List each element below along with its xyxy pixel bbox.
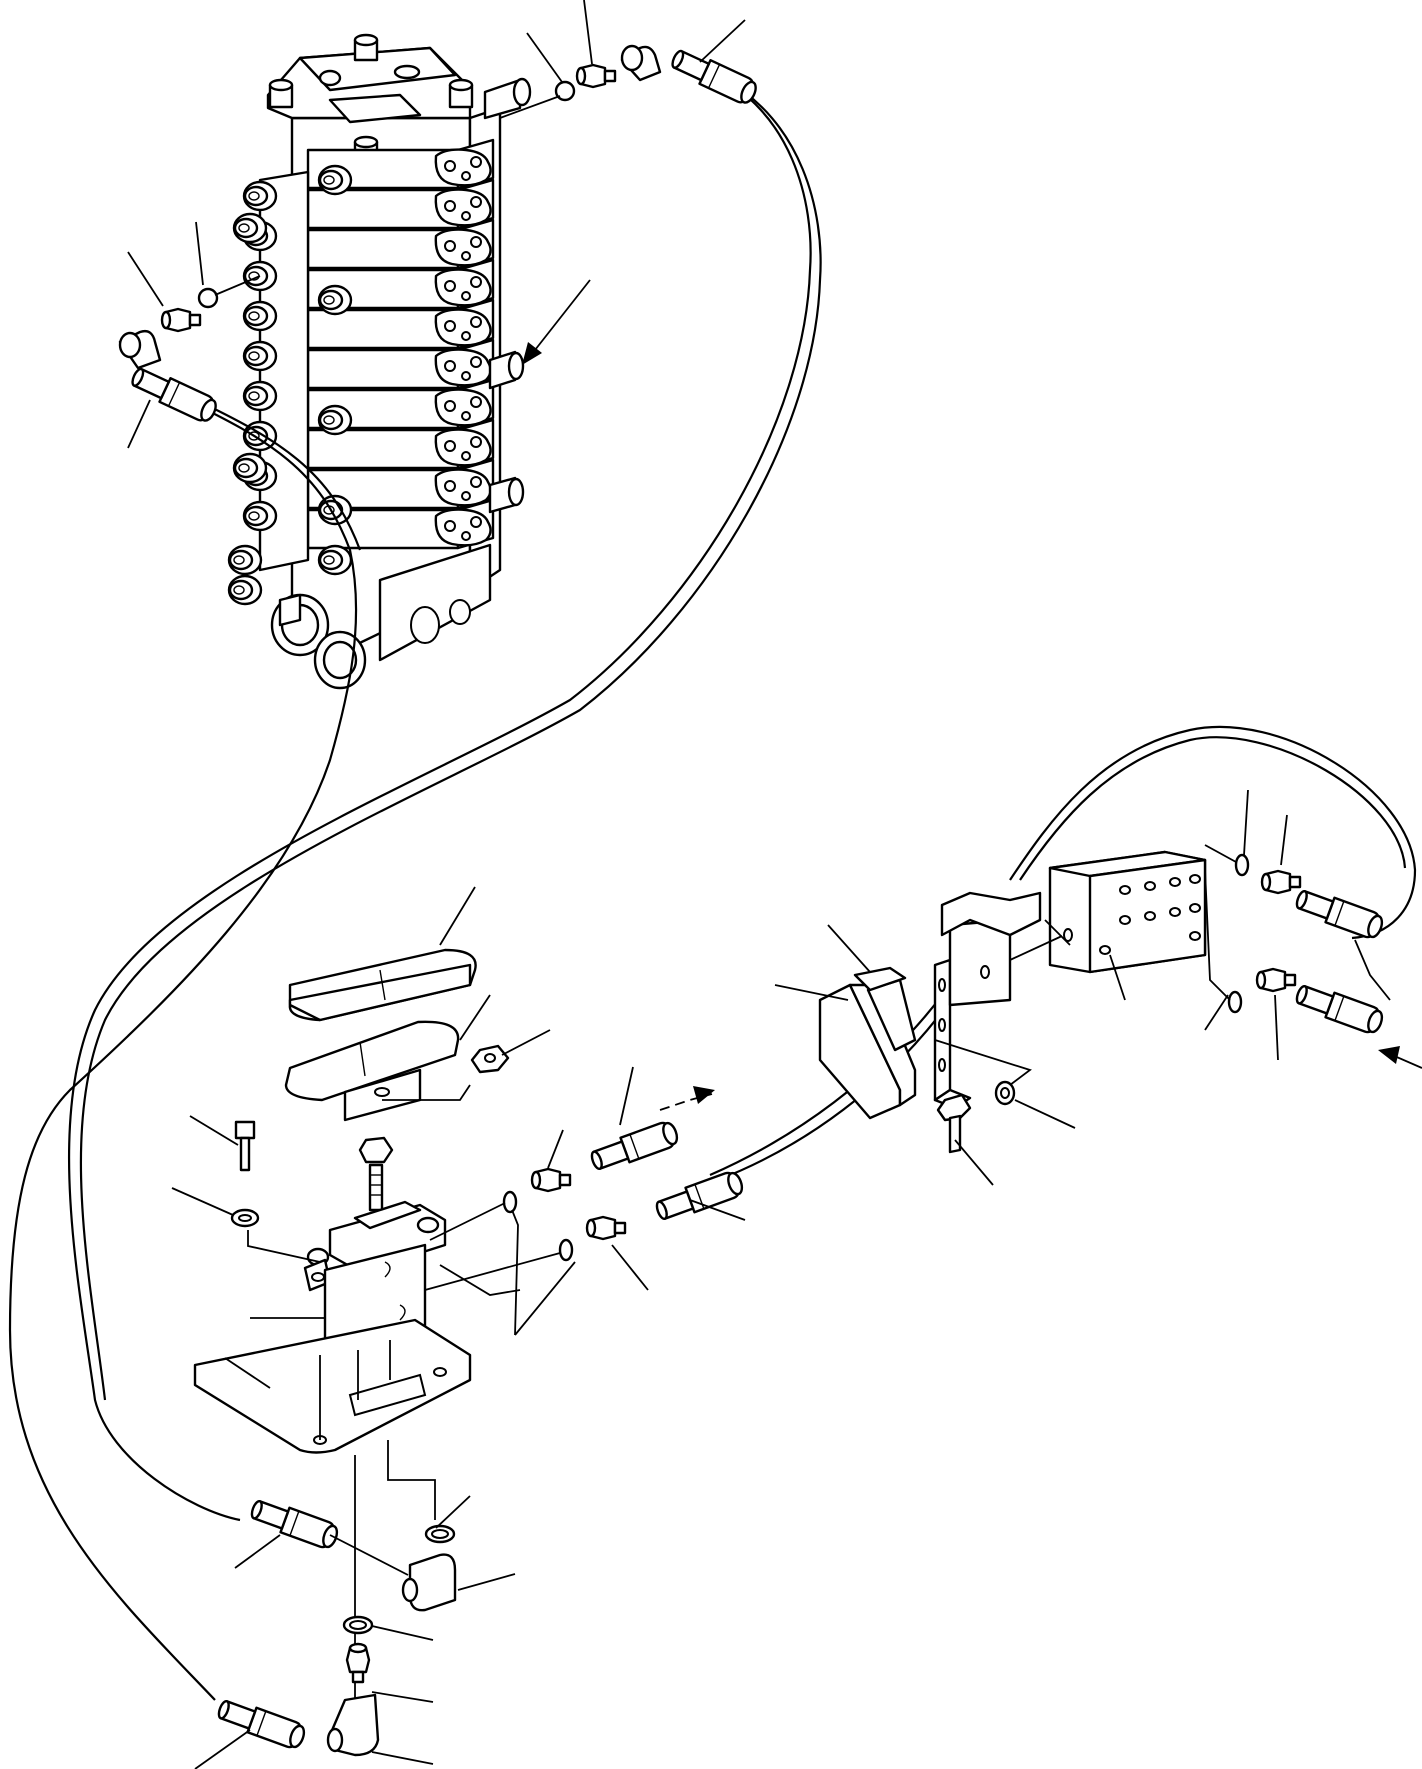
flow-arrows: [522, 279, 1422, 1111]
bracket-and-block-assembly: [818, 844, 1391, 1154]
control-valve-assembly: [227, 33, 532, 690]
foot-pedal-valve-assembly: [193, 948, 521, 1710]
flow-arrow-pedal-outlet: [693, 1086, 715, 1104]
part-leader-lines: [127, 0, 1288, 1769]
left-fittings: [118, 275, 261, 426]
pedal-side-fittings: [214, 1118, 747, 1757]
flow-arrow-valve-inlet: [522, 342, 542, 365]
pilot-hoses: [8, 73, 1417, 1701]
flow-arrow-block-inlet: [1378, 1046, 1400, 1064]
top-fittings: [499, 44, 761, 119]
